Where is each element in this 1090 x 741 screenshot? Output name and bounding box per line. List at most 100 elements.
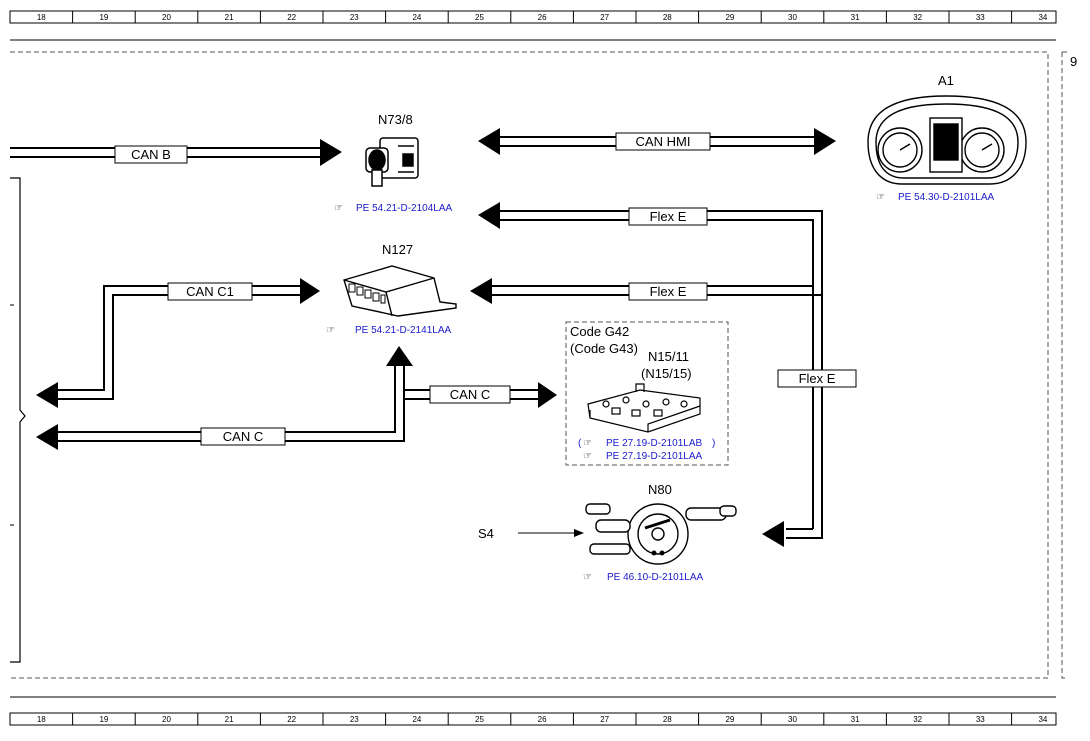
ruler-number: 25 (475, 13, 484, 22)
ignition-switch-icon (365, 137, 419, 187)
component-n15-11: Code G42 (Code G43) N15/11 (N15/15) ( ☞ … (565, 321, 729, 466)
arrow-flex-e-n80 (762, 521, 784, 547)
ruler-number: 26 (538, 715, 547, 724)
arrow-can-hmi-left (478, 128, 500, 155)
n127-name: N127 (382, 242, 413, 257)
n15-11-ref-alt-text: PE 27.19-D-2101LAB (606, 438, 703, 449)
ruler-number: 18 (37, 715, 46, 724)
wire-can-c1-outer (55, 285, 302, 391)
n73-8-ref: ☞ PE 54.21-D-2104LAA (334, 203, 453, 214)
ruler-number: 33 (976, 715, 985, 724)
svg-text:): ) (712, 438, 715, 449)
n80-ref: ☞ PE 46.10-D-2101LAA (583, 572, 704, 583)
left-brace (10, 177, 26, 663)
arrow-can-c1-n127 (300, 278, 320, 304)
n127-ref-text: PE 54.21-D-2141LAA (355, 325, 452, 336)
bus-label-flex-e-vertical: Flex E (777, 369, 857, 388)
bus-label-can-c1: CAN C1 (167, 282, 253, 301)
reference-hand-icon: ☞ (876, 192, 885, 203)
ruler-number: 20 (162, 13, 171, 22)
wire-can-c-lower-outer (55, 364, 396, 433)
ruler-number: 23 (350, 13, 359, 22)
n15-11-name: N15/11 (648, 349, 689, 364)
n127-ref: ☞ PE 54.21-D-2141LAA (326, 325, 452, 336)
transmission-module-icon (587, 383, 701, 433)
n15-11-code: Code G42 (570, 324, 629, 339)
ruler-number: 25 (475, 715, 484, 724)
bus-label-flex-e-vertical-text: Flex E (799, 371, 836, 386)
reference-hand-icon: ☞ (583, 438, 592, 449)
arrow-can-c-left (36, 424, 58, 450)
reference-hand-icon: ☞ (326, 325, 335, 336)
reference-hand-icon: ☞ (583, 451, 592, 462)
n73-8-ref-text: PE 54.21-D-2104LAA (356, 203, 453, 214)
bus-label-can-b-text: CAN B (131, 147, 171, 162)
bus-label-can-b: CAN B (114, 145, 188, 164)
bus-label-can-c-lower: CAN C (200, 427, 286, 446)
n15-11-ref-alt: ( ☞ PE 27.19-D-2101LAB ) (578, 438, 715, 449)
wire-can-c1-inner (55, 294, 302, 400)
frame-right (1061, 51, 1068, 679)
ruler-number: 18 (37, 13, 46, 22)
svg-text:(: ( (578, 438, 582, 449)
ruler-number: 27 (600, 715, 609, 724)
ruler-number: 30 (788, 715, 797, 724)
arrow-can-c1-left (36, 382, 58, 408)
wire-flex-e-top-inner (498, 219, 814, 529)
ruler-number: 29 (725, 13, 734, 22)
a1-ref-text: PE 54.30-D-2101LAA (898, 192, 995, 203)
ruler-number: 32 (913, 13, 922, 22)
arrow-can-b (320, 139, 342, 166)
ruler-number: 23 (350, 715, 359, 724)
bus-label-can-hmi: CAN HMI (615, 132, 711, 151)
ruler-number: 24 (412, 13, 421, 22)
component-a1: A1 ☞ PE 54.30-D-2101LAA (867, 73, 1027, 203)
ruler-number: 22 (287, 13, 296, 22)
control-unit-icon (343, 265, 457, 317)
ruler-number: 28 (663, 13, 672, 22)
ruler-number: 34 (1038, 715, 1047, 724)
n73-8-name: N73/8 (378, 112, 413, 127)
ruler-number: 22 (287, 715, 296, 724)
ruler-number: 30 (788, 13, 797, 22)
arrow-can-c-up (386, 346, 413, 366)
ruler-number: 31 (851, 13, 860, 22)
bus-label-flex-e-mid-text: Flex E (650, 284, 687, 299)
a1-ref: ☞ PE 54.30-D-2101LAA (876, 192, 995, 203)
reference-hand-icon: ☞ (334, 203, 343, 214)
reference-hand-icon: ☞ (583, 572, 592, 583)
left-brace-ticks (10, 304, 14, 526)
n15-11-name-alt: (N15/15) (641, 366, 692, 381)
component-n73-8: N73/8 ☞ PE 54.21-D-2104LAA (334, 112, 453, 214)
instrument-cluster-icon (867, 95, 1027, 185)
arrow-can-hmi-right (814, 128, 836, 155)
steering-column-module-icon (585, 503, 737, 565)
bus-label-flex-e-top: Flex E (628, 207, 708, 226)
s4-name: S4 (478, 526, 494, 541)
a1-name: A1 (938, 73, 954, 88)
ruler-number: 19 (99, 715, 108, 724)
bus-label-can-c1-text: CAN C1 (186, 284, 234, 299)
n15-11-ref-text: PE 27.19-D-2101LAA (606, 451, 703, 462)
component-n80: N80 ☞ PE 46.10-D-2101LAA (583, 482, 737, 583)
bus-label-flex-e-mid: Flex E (628, 282, 708, 301)
ruler-number: 26 (538, 13, 547, 22)
component-n127: N127 ☞ PE 54.21-D-2141LAA (326, 242, 457, 336)
code-box (565, 321, 729, 466)
arrow-flex-e-mid (470, 278, 492, 304)
bus-wires (10, 136, 823, 539)
ruler-number: 19 (99, 13, 108, 22)
bus-label-flex-e-top-text: Flex E (650, 209, 687, 224)
n80-ref-text: PE 46.10-D-2101LAA (607, 572, 704, 583)
n15-11-ref: ☞ PE 27.19-D-2101LAA (583, 451, 703, 462)
margin-label: 9 (1070, 54, 1077, 69)
bus-label-can-c-upper-text: CAN C (450, 387, 490, 402)
ruler-number: 20 (162, 715, 171, 724)
ruler-number: 24 (412, 715, 421, 724)
n80-name: N80 (648, 482, 672, 497)
ruler-number: 34 (1038, 13, 1047, 22)
s4-arrow (574, 529, 584, 537)
ruler-number: 21 (225, 13, 234, 22)
